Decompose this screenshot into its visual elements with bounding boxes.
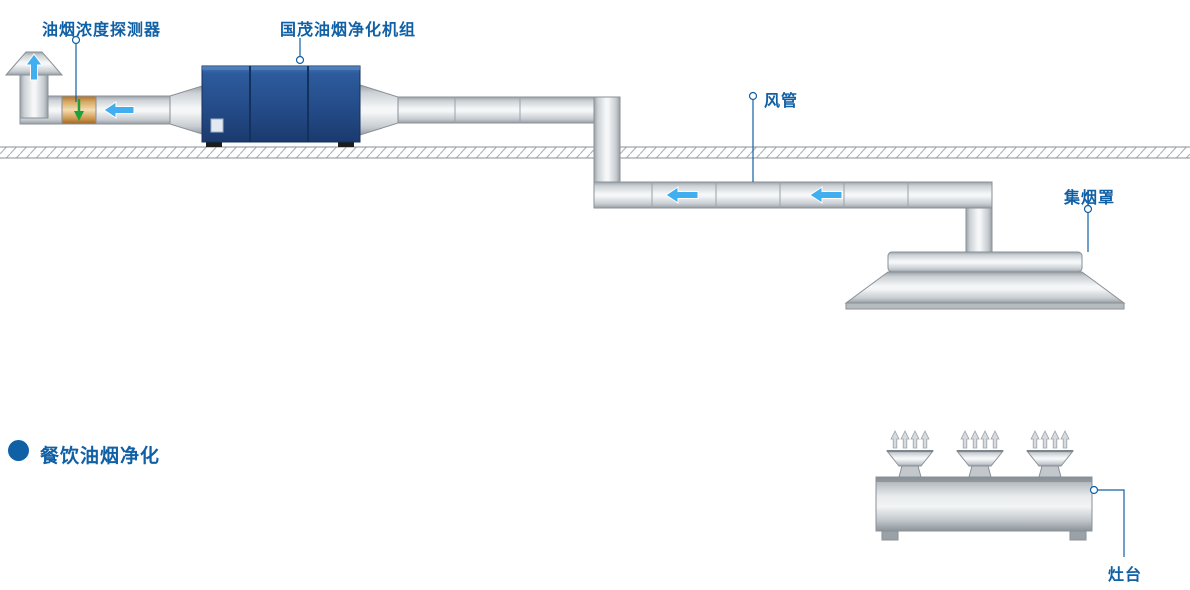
stove-foot [881,530,899,541]
purifier-foot [338,142,354,147]
detector-sensor-icon [74,99,84,121]
lower-duct [593,181,993,209]
purifier-foot [206,142,222,147]
label-purifier-unit: 国茂油烟净化机组 [280,22,417,39]
leader-dot [748,91,758,101]
steam-arrow-icon [890,430,1070,449]
upper-duct [397,96,595,124]
label-air-duct: 风管 [764,93,799,110]
leader-purifier [295,38,305,65]
stove-burner [1025,450,1075,478]
leader-dot [295,55,305,65]
outlet-cone [359,84,399,136]
purifier-unit [201,65,361,147]
airflow-up-arrow-icon [25,53,43,81]
stove [875,430,1093,541]
stove-burner [885,450,935,478]
section-title: 餐饮油烟净化 [40,446,161,467]
leader-dot [1089,485,1099,495]
exhaust-stack [4,51,64,119]
stove-burner [955,450,1005,478]
airflow-left-arrow-icon [103,101,135,119]
airflow-left-arrow-icon [665,186,699,204]
leader-duct [748,91,758,182]
label-smoke-hood: 集烟罩 [1064,190,1116,207]
leader-dot [1083,204,1093,214]
label-fume-detector: 油烟浓度探测器 [42,22,162,39]
leader-dot [71,35,81,45]
smoke-hood [844,251,1126,310]
section-bullet-icon [8,440,29,461]
stove-body [875,476,1093,532]
inlet-cone [169,85,203,135]
label-stove: 灶台 [1108,567,1143,584]
stove-foot [1069,530,1087,541]
airflow-left-arrow-icon [809,186,843,204]
leader-stove [1089,485,1125,557]
leader-hood [1083,204,1093,252]
purifier-badge [210,118,224,133]
leader-detector [71,35,81,102]
